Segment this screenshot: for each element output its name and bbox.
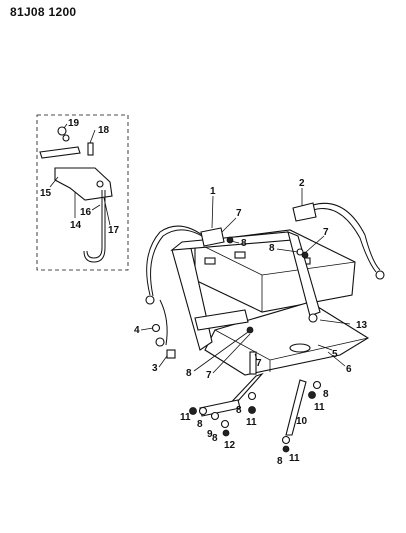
callout-8-center: 8 [236, 405, 242, 416]
battery-cap-2 [234, 251, 246, 259]
callout-labels: 19 18 15 14 16 17 1 2 7 8 8 7 4 3 8 7 7 … [40, 118, 368, 467]
callout-19: 19 [68, 118, 80, 129]
tray-slot [289, 343, 311, 353]
callout-8-mid: 8 [186, 368, 192, 379]
callout-11-center: 11 [246, 417, 257, 428]
callout-10: 10 [296, 416, 308, 427]
callout-8-right: 8 [269, 243, 275, 254]
callout-4: 4 [134, 325, 140, 336]
frame-nut-right [301, 251, 309, 259]
tray-support-right [285, 379, 307, 436]
positive-cable [312, 202, 381, 271]
inset-j-hook-edge [83, 190, 106, 263]
tray-stud [249, 351, 257, 375]
inset-strap [39, 146, 81, 159]
tray-bolt-head [308, 313, 318, 323]
frame-nut-left [226, 236, 234, 244]
cable-end-left [145, 295, 155, 305]
washer-8e [281, 435, 291, 445]
callout-5: 5 [332, 349, 338, 360]
positive-terminal-clamp [292, 202, 317, 222]
callout-8-left: 8 [197, 419, 203, 430]
inset-bracket-hole [96, 180, 104, 188]
washer-4 [151, 323, 161, 333]
nut-11c [308, 391, 316, 399]
cable-end-right [375, 270, 385, 280]
nut-11d [282, 445, 290, 453]
battery-assembly [145, 202, 385, 436]
battery-cap-1 [204, 257, 216, 265]
diagram-code: 81J08 1200 [10, 5, 77, 19]
callout-14: 14 [70, 220, 82, 231]
inset-bolt [87, 142, 94, 156]
callout-11-bottom: 11 [289, 453, 300, 464]
washer-8d [312, 380, 322, 390]
leader-lines [140, 188, 351, 374]
washer-8b [220, 419, 230, 429]
bolt-3 [166, 349, 176, 359]
inset-j-hook [86, 190, 103, 259]
washer-9 [210, 411, 220, 421]
nut-11a [189, 407, 197, 415]
callout-12: 12 [224, 440, 236, 451]
negative-cable [146, 225, 206, 296]
callout-18: 18 [98, 125, 110, 136]
callout-7-stud: 7 [256, 358, 262, 369]
frame-nut-lower [246, 326, 254, 334]
inset-detail [36, 114, 129, 271]
inset-washer [62, 134, 70, 142]
callout-11-left: 11 [180, 412, 191, 423]
callout-8-top: 8 [241, 238, 247, 249]
cable-end-ground [155, 337, 165, 347]
callout-3: 3 [152, 363, 158, 374]
hold-down-right-rail [287, 231, 321, 317]
callout-15: 15 [40, 188, 52, 199]
bolt-12 [222, 429, 230, 437]
inset-dashed-box [36, 114, 129, 271]
negative-terminal-clamp [200, 227, 225, 247]
callout-8-bottom: 8 [277, 456, 283, 467]
callout-9: 9 [207, 429, 213, 440]
washer-8c [247, 391, 257, 401]
ground-cable [159, 299, 168, 346]
nut-11b [248, 406, 256, 414]
callout-7-mid: 7 [206, 370, 212, 381]
positive-cable-edge [312, 208, 377, 273]
hardware [151, 248, 322, 453]
callout-11-right: 11 [314, 402, 325, 413]
callout-8-right-lower: 8 [323, 389, 329, 400]
callout-16: 16 [80, 207, 92, 218]
callout-13: 13 [356, 320, 368, 331]
callout-7-right: 7 [323, 227, 329, 238]
callout-1: 1 [210, 186, 216, 197]
callout-2: 2 [299, 178, 305, 189]
inset-nut [57, 126, 67, 136]
inset-bracket [54, 167, 113, 201]
callout-6: 6 [346, 364, 352, 375]
callout-8-lower: 8 [212, 433, 218, 444]
callout-17: 17 [108, 225, 120, 236]
negative-cable-edge [150, 229, 209, 297]
callout-7-top: 7 [236, 208, 242, 219]
hold-down-cross [194, 309, 249, 331]
washer-8a [198, 406, 208, 416]
